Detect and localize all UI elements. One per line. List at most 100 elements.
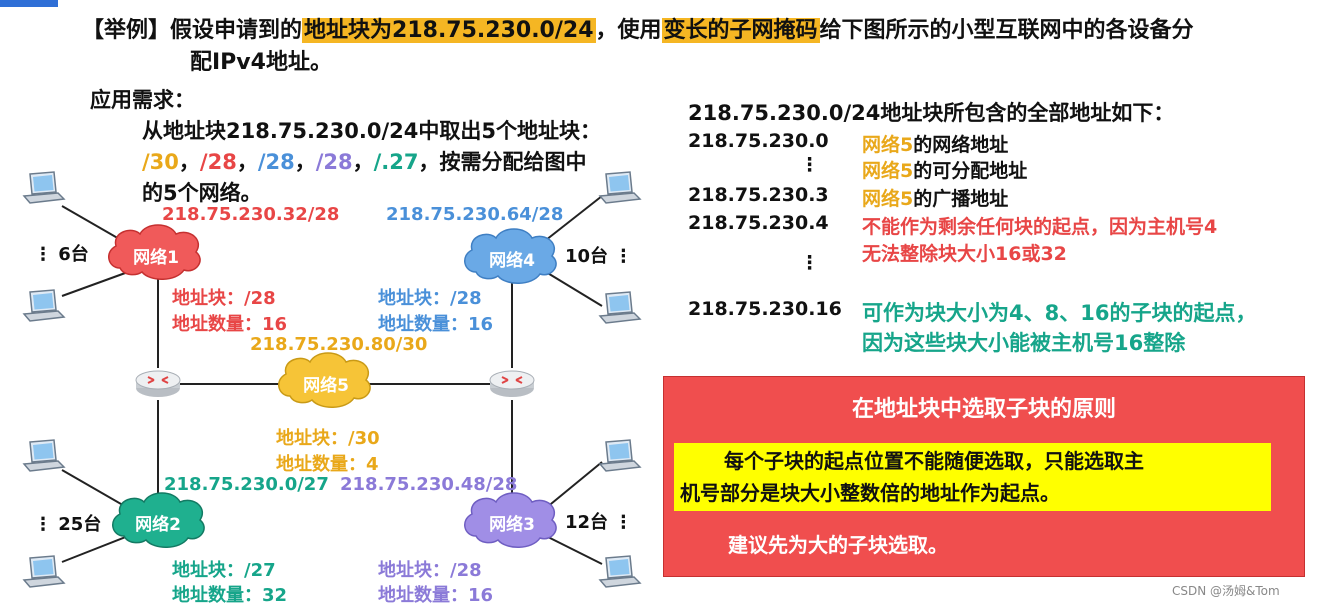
- router-icon: [135, 370, 181, 398]
- net4-label: 网络4: [489, 250, 535, 271]
- link-laptop-net4-bottom: [545, 271, 603, 307]
- suffix-28-a: /28: [199, 150, 237, 174]
- principle-box: 在地址块中选取子块的原则 每个子块的起点位置不能随便选取，只能选取主 机号部分是…: [663, 376, 1305, 577]
- network-diagram: 网络1 网络4 网络5 网络2 网络3: [23, 171, 641, 588]
- net3-label: 网络3: [489, 514, 535, 535]
- link-laptop-net2-top: [61, 469, 129, 509]
- link-laptop-net4-top: [545, 195, 603, 241]
- net2-count: 地址数量：32: [172, 585, 288, 606]
- suffix-28-b: /28: [257, 150, 295, 174]
- desc: 的可分配地址: [913, 160, 1028, 182]
- desc: 的广播地址: [913, 188, 1009, 210]
- laptop-icon: [599, 439, 641, 472]
- address-row-5-desc2: 因为这些块大小能被主机号16整除: [862, 331, 1186, 355]
- net5-count: 地址数量：4: [276, 454, 379, 475]
- net4-address: 218.75.230.64/28: [386, 204, 564, 225]
- tag: 网络5: [862, 160, 914, 182]
- address-row-4: 218.75.230.4: [688, 212, 829, 234]
- address-row-4-desc1: 不能作为剩余任何块的起点，因为主机号4: [862, 216, 1218, 238]
- principle-note: 建议先为大的子块选取。: [728, 533, 948, 557]
- laptop-icon: [599, 555, 641, 588]
- title-highlight-vlsm: 变长的子网掩码: [661, 18, 820, 43]
- net1-host-count: ⋮ 6台: [34, 244, 89, 265]
- address-row-1: 218.75.230.0: [688, 130, 829, 152]
- link-laptop-net2-bottom: [61, 535, 129, 563]
- corner-accent: [0, 0, 58, 7]
- net5-block: 地址块：/30: [276, 428, 380, 449]
- principle-title: 在地址块中选取子块的原则: [851, 397, 1116, 422]
- address-row-3-desc: 网络5的广播地址: [862, 184, 1008, 211]
- cloud-net4-icon: [464, 228, 557, 284]
- laptop-icon: [23, 289, 65, 322]
- net3-address: 218.75.230.48/28: [340, 474, 518, 495]
- link-laptop-net1-bottom: [61, 271, 129, 297]
- tag: 网络5: [862, 134, 914, 156]
- address-row-2-desc: 网络5的可分配地址: [862, 156, 1027, 183]
- suffix-28-c: /28: [315, 150, 353, 174]
- page-title: 【举例】假设申请到的地址块为218.75.230.0/24，使用变长的子网掩码给…: [82, 12, 1194, 44]
- net1-count: 地址数量：16: [172, 314, 288, 335]
- address-row-5: 218.75.230.16: [688, 298, 842, 320]
- link-laptop-net3-top: [545, 461, 603, 509]
- net3-block: 地址块：/28: [378, 560, 482, 581]
- address-row-2: ⋮: [800, 154, 819, 176]
- suffix-30: /30: [142, 150, 179, 174]
- router-icon: [489, 370, 535, 398]
- sep: ，: [236, 150, 258, 174]
- net1-block: 地址块：/28: [172, 288, 276, 309]
- address-row-5-desc1: 可作为块大小为4、8、16的子块的起点，: [862, 301, 1257, 325]
- laptop-icon: [599, 291, 641, 324]
- net4-block: 地址块：/28: [378, 288, 482, 309]
- page-title-line2: 配IPv4地址。: [190, 50, 332, 75]
- requirement-tail: ，按需分配给图中: [418, 150, 587, 174]
- net3-count: 地址数量：16: [378, 585, 494, 606]
- cloud-net1-icon: [108, 224, 201, 280]
- cloud-net2-icon: [112, 492, 205, 548]
- net1-address: 218.75.230.32/28: [162, 204, 340, 225]
- net3-host-count: 12台 ⋮: [565, 512, 633, 533]
- laptop-icon: [23, 439, 65, 472]
- laptop-icon: [23, 555, 65, 588]
- net1-hosts: 6台: [58, 244, 89, 265]
- net1-label: 网络1: [133, 247, 179, 268]
- sep: ，: [178, 150, 200, 174]
- cloud-net5-icon: [278, 352, 371, 408]
- net2-host-count: ⋮ 25台: [34, 514, 102, 535]
- net2-address: 218.75.230.0/27: [164, 474, 329, 495]
- principle-line1: 每个子块的起点位置不能随便选取，只能选取主: [724, 449, 1144, 473]
- address-row-4-desc2: 无法整除块大小16或32: [862, 243, 1067, 265]
- watermark: CSDN @汤姆&Tom: [1172, 584, 1280, 598]
- link-laptop-net3-bottom: [545, 535, 603, 565]
- address-row-1-desc: 网络5的网络地址: [862, 130, 1008, 157]
- laptop-icon: [599, 171, 641, 204]
- title-text-3: 给下图所示的小型互联网中的各设备分: [819, 18, 1194, 43]
- net4-count: 地址数量：16: [378, 314, 494, 335]
- title-highlight-block: 地址块为218.75.230.0/24: [302, 18, 596, 43]
- principle-highlight: 每个子块的起点位置不能随便选取，只能选取主 机号部分是块大小整数倍的地址作为起点…: [674, 443, 1271, 511]
- net4-host-count: 10台 ⋮: [565, 246, 633, 267]
- net5-label: 网络5: [303, 375, 349, 396]
- sep: ，: [294, 150, 316, 174]
- title-text-2: ，使用: [595, 18, 662, 43]
- principle-line2: 机号部分是块大小整数倍的地址作为起点。: [680, 481, 1060, 505]
- requirement-line1: 从地址块218.75.230.0/24中取出5个地址块：: [142, 119, 601, 143]
- address-list-heading: 218.75.230.0/24地址块所包含的全部地址如下：: [688, 101, 1175, 125]
- net2-label: 网络2: [135, 514, 181, 535]
- requirement-line2: /30，/28，/28，/28，/.27，按需分配给图中: [142, 146, 587, 176]
- title-text-1: 【举例】假设申请到的: [82, 18, 303, 43]
- net2-block: 地址块：/27: [172, 560, 276, 581]
- sep: ，: [352, 150, 374, 174]
- requirement-heading: 应用需求：: [90, 88, 195, 112]
- requirement-line3: 的5个网络。: [142, 181, 262, 205]
- cloud-net3-icon: [464, 492, 557, 548]
- net3-hosts: 12台: [565, 512, 609, 533]
- net5-address: 218.75.230.80/30: [250, 334, 428, 355]
- laptop-icon: [23, 171, 65, 204]
- address-row-3: 218.75.230.3: [688, 184, 829, 206]
- desc: 的网络地址: [913, 134, 1009, 156]
- address-dots: ⋮: [800, 252, 819, 274]
- net2-hosts: 25台: [58, 514, 102, 535]
- suffix-27: /.27: [373, 150, 419, 174]
- net4-hosts: 10台: [565, 246, 609, 267]
- tag: 网络5: [862, 188, 914, 210]
